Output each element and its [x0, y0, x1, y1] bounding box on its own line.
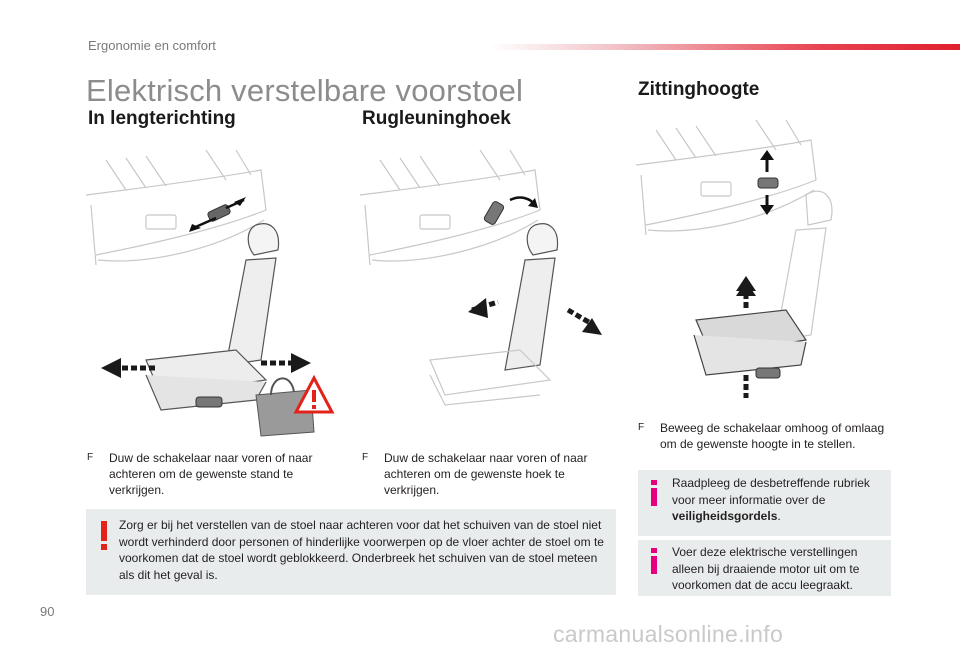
info-text-bold: veiligheidsgordels: [672, 509, 778, 523]
info-box-seatbelts: Raadpleeg de desbetreffende rubriek voor…: [638, 470, 891, 536]
seat-height-illustration: [636, 120, 886, 400]
page-number: 90: [40, 604, 55, 619]
bullet-seat-height: F Beweeg de schakelaar omhoog of omlaag …: [638, 420, 890, 454]
heading-lengthwise: In lengterichting: [88, 108, 236, 129]
info-icon: [651, 480, 657, 506]
bullet-marker-icon: F: [638, 422, 645, 433]
bullet-backrest: F Duw de schakelaar naar voren of naar a…: [362, 450, 607, 500]
info-box-battery: Voer deze elektrische verstellingen alle…: [638, 540, 891, 596]
info-text-part: Raadpleeg de desbetreffende rubriek voor…: [672, 476, 870, 507]
warning-box: Zorg er bij het verstellen van de stoel …: [86, 509, 616, 595]
bullet-marker-icon: F: [362, 452, 369, 463]
info-text-seatbelts: Raadpleeg de desbetreffende rubriek voor…: [672, 475, 882, 525]
watermark: carmanualsonline.info: [553, 621, 784, 647]
info-icon: [651, 548, 657, 574]
bullet-text: Beweeg de schakelaar omhoog of omlaag om…: [660, 421, 885, 451]
info-text-part: .: [777, 509, 781, 523]
heading-backrest: Rugleuninghoek: [362, 108, 511, 129]
bullet-text: Duw de schakelaar naar voren of naar ach…: [384, 451, 588, 497]
bullet-text: Duw de schakelaar naar voren of naar ach…: [109, 451, 313, 497]
warning-text: Zorg er bij het verstellen van de stoel …: [119, 518, 604, 582]
bullet-lengthwise: F Duw de schakelaar naar voren of naar a…: [87, 450, 332, 500]
bullet-marker-icon: F: [87, 452, 94, 463]
section-title: Ergonomie en comfort: [88, 38, 216, 53]
heading-seat-height: Zittinghoogte: [638, 79, 760, 100]
info-text-battery: Voer deze elektrische verstellingen alle…: [672, 545, 860, 592]
exclamation-icon: [101, 521, 107, 550]
header-accent-bar: [490, 44, 960, 50]
seat-lengthwise-illustration: [86, 150, 336, 440]
page-title: Elektrisch verstelbare voorstoel: [86, 73, 524, 108]
seat-backrest-illustration: [360, 150, 610, 410]
